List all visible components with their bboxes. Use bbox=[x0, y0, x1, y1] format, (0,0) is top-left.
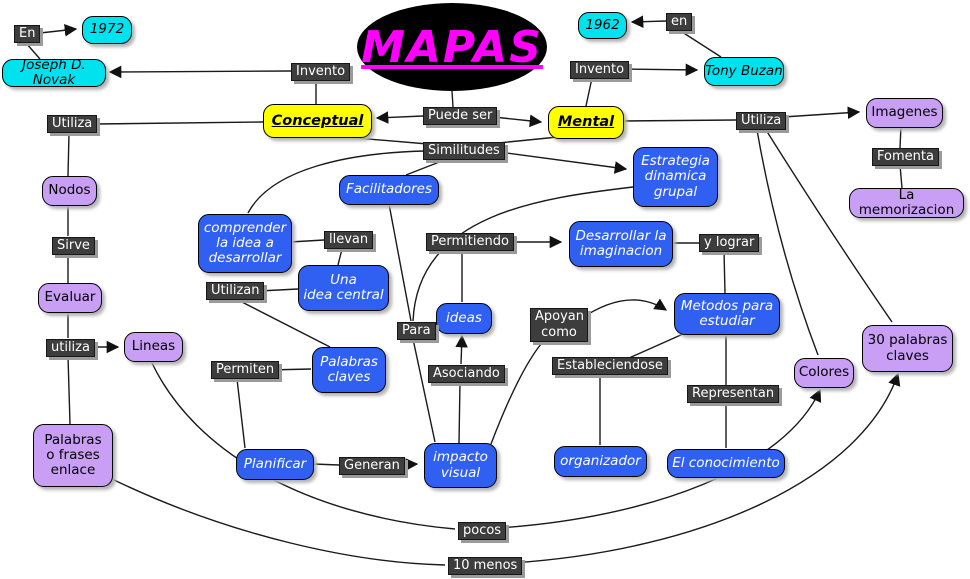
connector bbox=[337, 248, 343, 266]
connector bbox=[628, 333, 684, 359]
link-label-para[interactable]: Para bbox=[397, 322, 436, 340]
link-label-10-menos[interactable]: 10 menos bbox=[448, 557, 523, 575]
node-palabras-o-frases-enlace[interactable]: Palabras o frases enlace bbox=[33, 424, 113, 487]
connector bbox=[67, 132, 70, 177]
connector bbox=[258, 288, 299, 292]
link-label-utilizan[interactable]: Utilizan bbox=[206, 282, 265, 300]
connector bbox=[412, 338, 436, 443]
node-la-memorizacion[interactable]: La memorizacion bbox=[849, 187, 964, 218]
node-joseph-novak[interactable]: Joseph D. Novak bbox=[2, 57, 106, 88]
link-label-estableciendose[interactable]: Estableciendose bbox=[552, 357, 668, 375]
link-label-y-lograr[interactable]: y lograr bbox=[699, 234, 760, 252]
connector bbox=[111, 478, 446, 566]
connector bbox=[455, 334, 468, 365]
node-el-conocimiento[interactable]: El conocimiento bbox=[667, 449, 785, 478]
connector bbox=[620, 63, 699, 77]
node-estrategia-dinamica-grupal[interactable]: Estrategia dinamica grupal bbox=[633, 147, 718, 207]
link-label-similitudes[interactable]: Similitudes bbox=[423, 142, 505, 160]
node-1972[interactable]: 1972 bbox=[82, 16, 132, 44]
connector bbox=[375, 111, 424, 124]
node-palabras-claves[interactable]: Palabras claves bbox=[312, 347, 386, 393]
link-label-puede-ser[interactable]: Puede ser bbox=[423, 107, 498, 125]
connector bbox=[782, 106, 861, 120]
link-label-en-right[interactable]: en bbox=[666, 13, 693, 31]
link-label-utiliza-lower[interactable]: utiliza bbox=[46, 339, 95, 357]
link-label-pocos[interactable]: pocos bbox=[458, 522, 507, 540]
node-impacto-visual[interactable]: impacto visual bbox=[424, 443, 497, 488]
connector bbox=[621, 119, 737, 122]
connector bbox=[899, 164, 903, 189]
link-label-invento-left[interactable]: Invento bbox=[291, 63, 351, 81]
node-mental[interactable]: Mental bbox=[548, 106, 624, 139]
link-label-invento-right[interactable]: Invento bbox=[570, 61, 630, 79]
link-label-generan[interactable]: Generan bbox=[339, 457, 405, 475]
node-tony-buzan[interactable]: Tony Buzan bbox=[704, 57, 784, 86]
connector bbox=[723, 250, 726, 294]
connector bbox=[678, 29, 722, 58]
connector bbox=[578, 298, 668, 321]
connector bbox=[289, 239, 325, 243]
connector bbox=[630, 15, 667, 28]
link-label-fomenta[interactable]: Fomenta bbox=[872, 148, 939, 166]
node-una-idea-central[interactable]: Una idea central bbox=[298, 265, 389, 311]
connector bbox=[899, 125, 902, 149]
connector bbox=[765, 129, 893, 323]
node-ideas[interactable]: ideas bbox=[436, 303, 492, 334]
node-evaluar[interactable]: Evaluar bbox=[38, 283, 102, 313]
connector bbox=[585, 77, 593, 107]
connector bbox=[108, 65, 292, 79]
node-desarrollar-imaginacion[interactable]: Desarrollar la imaginacion bbox=[569, 221, 673, 267]
link-label-permitiendo[interactable]: Permitiendo bbox=[426, 233, 514, 251]
connector bbox=[451, 90, 454, 108]
node-colores[interactable]: Colores bbox=[794, 358, 854, 388]
connector bbox=[458, 381, 461, 444]
connector bbox=[67, 355, 71, 425]
link-label-sirve[interactable]: Sirve bbox=[52, 237, 95, 255]
node-lineas[interactable]: Lineas bbox=[124, 332, 183, 362]
connector bbox=[39, 23, 78, 37]
node-mapas[interactable]: MAPAS bbox=[357, 3, 547, 91]
link-label-permiten[interactable]: Permiten bbox=[211, 361, 280, 379]
connector bbox=[412, 186, 634, 322]
connector bbox=[490, 343, 542, 445]
connector bbox=[25, 42, 41, 60]
link-label-llevan[interactable]: llevan bbox=[324, 231, 374, 249]
node-30-palabras-claves[interactable]: 30 palabras claves bbox=[862, 325, 953, 372]
connector bbox=[150, 360, 456, 530]
link-label-apoyan-como[interactable]: Apoyan como bbox=[530, 308, 588, 342]
node-facilitadores[interactable]: Facilitadores bbox=[339, 175, 439, 205]
node-1962[interactable]: 1962 bbox=[578, 12, 627, 39]
node-planificar[interactable]: Planificar bbox=[236, 449, 314, 480]
connector bbox=[95, 121, 264, 125]
connector bbox=[312, 463, 340, 466]
connector bbox=[388, 203, 412, 322]
link-label-representan[interactable]: Representan bbox=[687, 385, 780, 403]
connector bbox=[247, 150, 425, 214]
node-nodos[interactable]: Nodos bbox=[42, 176, 97, 206]
node-imagenes[interactable]: Imagenes bbox=[866, 98, 943, 128]
node-conceptual[interactable]: Conceptual bbox=[263, 104, 372, 138]
connector bbox=[756, 129, 819, 356]
node-comprender-la-idea[interactable]: comprender la idea a desarrollar bbox=[198, 214, 292, 273]
node-metodos-para-estudiar[interactable]: Metodos para estudiar bbox=[674, 293, 780, 335]
link-label-asociando[interactable]: Asociando bbox=[428, 365, 505, 383]
link-label-utiliza-left[interactable]: Utiliza bbox=[47, 115, 98, 133]
link-label-en-left[interactable]: En bbox=[14, 25, 41, 43]
link-label-utiliza-right[interactable]: Utiliza bbox=[736, 112, 787, 130]
node-organizador[interactable]: organizador bbox=[554, 446, 647, 477]
connector bbox=[491, 150, 628, 174]
connector bbox=[237, 299, 331, 348]
connector bbox=[497, 388, 822, 529]
connector bbox=[236, 378, 246, 449]
connector bbox=[405, 158, 448, 176]
connector bbox=[511, 372, 901, 564]
